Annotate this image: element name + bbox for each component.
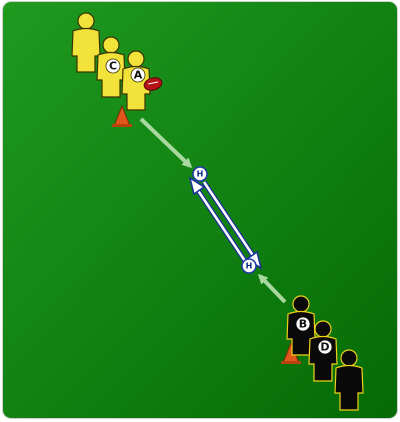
marker-top-label: H (197, 170, 204, 179)
player-label-b: B (299, 318, 307, 331)
player-label-d: D (320, 341, 329, 354)
marker-top: H (192, 166, 208, 182)
player-label-a: A (134, 69, 143, 82)
marker-bottom: H (241, 258, 257, 274)
player-label-c: C (109, 60, 117, 73)
player-black-d: D (308, 320, 338, 382)
player-black-back (334, 349, 364, 411)
drill-diagram-field: H H C A (3, 2, 397, 418)
run-arrow-to-bottom-marker (257, 273, 287, 304)
pass-arrow-up (188, 176, 250, 266)
grass-background (3, 2, 397, 418)
player-yellow-back (71, 12, 101, 73)
player-yellow-c: C (96, 36, 126, 98)
cone-top-left (112, 104, 132, 127)
player-yellow-a: A (121, 50, 151, 111)
marker-bottom-label: H (246, 262, 253, 271)
player-black-b: B (286, 295, 316, 356)
ball-icon (143, 77, 163, 91)
drill-diagram-canvas: H H C A (3, 2, 397, 418)
run-arrow-to-top-marker (139, 117, 193, 169)
